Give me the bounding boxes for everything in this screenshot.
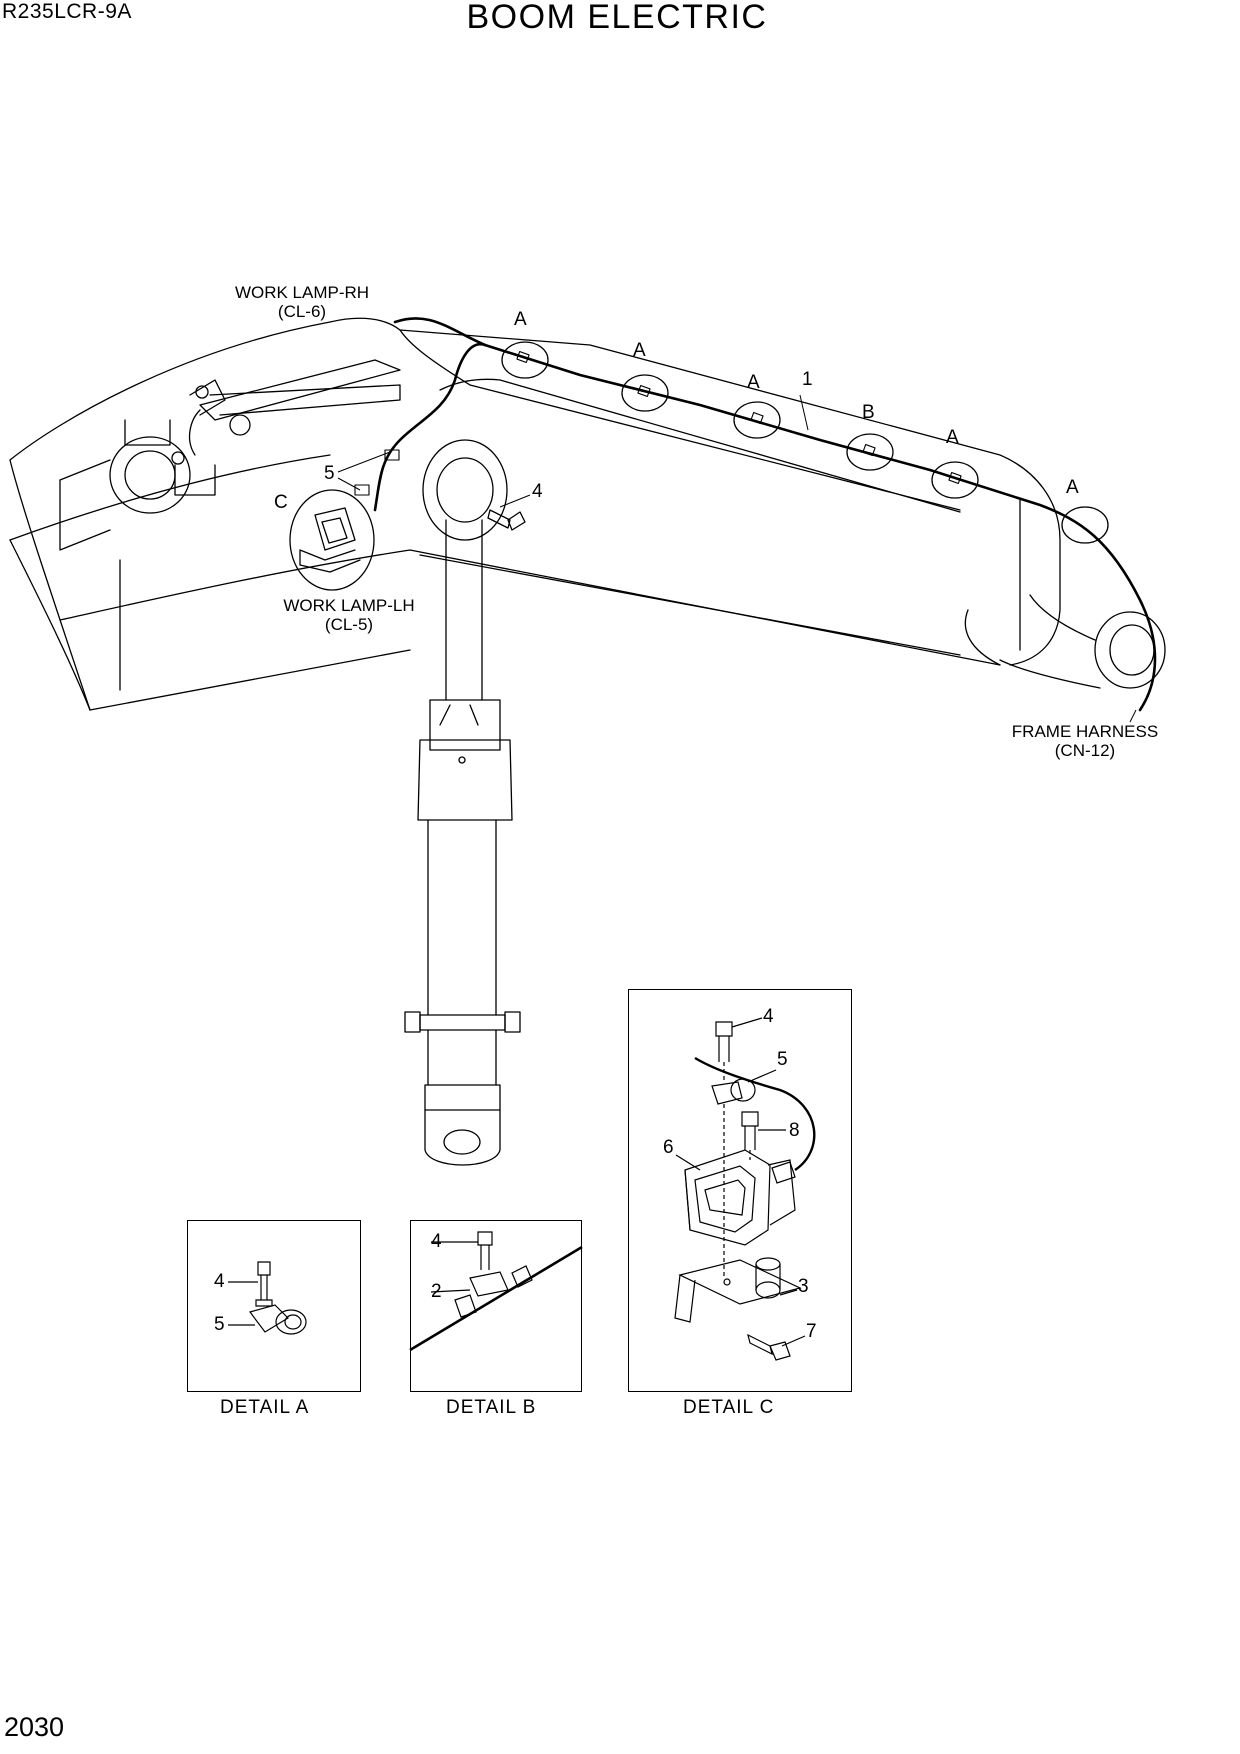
- detail-c-callout-bracket: 3: [798, 1276, 809, 1297]
- boom-harness-wire: [373, 317, 1157, 712]
- callout-harness: 1: [802, 369, 813, 390]
- detail-c-callout-clip: 5: [777, 1049, 788, 1070]
- boom-outline: [9, 317, 1061, 711]
- frame-harness-name: FRAME HARNESS: [1011, 722, 1159, 741]
- frame-harness-label: FRAME HARNESS (CN-12): [1000, 722, 1170, 760]
- detail-a-box: [187, 1220, 361, 1392]
- callout-clip: 5: [324, 463, 335, 484]
- detail-c-callout-lamp: 6: [663, 1137, 674, 1158]
- boom-head-linkage: [59, 359, 401, 551]
- callout-bolt: 4: [532, 481, 543, 502]
- frame-harness-code: (CN-12): [1054, 741, 1116, 760]
- detail-c-box: [628, 989, 852, 1392]
- detail-b-callout-bracket: 2: [431, 1281, 442, 1302]
- detail-c-caption: DETAIL C: [683, 1397, 775, 1418]
- callout-a-2: A: [633, 340, 646, 361]
- detail-markers: [289, 341, 1109, 591]
- callout-c: C: [274, 492, 288, 513]
- detail-c-callout-bolt-bracket: 7: [806, 1321, 817, 1342]
- work-lamp-lh-label: WORK LAMP-LH (CL-5): [270, 596, 428, 634]
- page-title: BOOM ELECTRIC: [466, 0, 768, 36]
- work-lamp-lh-name: WORK LAMP-LH: [283, 596, 415, 615]
- callout-b: B: [862, 402, 875, 423]
- work-lamp-rh-label: WORK LAMP-RH (CL-6): [222, 283, 382, 321]
- detail-b-caption: DETAIL B: [446, 1397, 537, 1418]
- work-lamp-rh-name: WORK LAMP-RH: [234, 283, 370, 302]
- detail-a-callout-bolt: 4: [214, 1271, 225, 1292]
- work-lamp-lh-code: (CL-5): [324, 615, 374, 634]
- detail-b-box: [410, 1220, 582, 1392]
- callout-a-4: A: [946, 427, 959, 448]
- callout-a-3: A: [747, 372, 760, 393]
- leader-lines: [337, 394, 1137, 723]
- detail-b-callout-bolt: 4: [431, 1231, 442, 1252]
- main-bolt: [487, 509, 526, 531]
- callout-a-5: A: [1066, 477, 1079, 498]
- detail-c-callout-bolt-lamp: 8: [789, 1120, 800, 1141]
- detail-a-caption: DETAIL A: [220, 1397, 310, 1418]
- detail-a-callout-clip: 5: [214, 1314, 225, 1335]
- work-lamp-rh-code: (CL-6): [277, 302, 327, 321]
- page-number: 2030: [4, 1712, 65, 1742]
- callout-a-1: A: [514, 309, 527, 330]
- boom-cylinder: [404, 439, 521, 1166]
- work-lamp-lh-graphic: [299, 507, 361, 573]
- model-number: R235LCR-9A: [2, 0, 132, 23]
- detail-c-callout-bolt-top: 4: [763, 1006, 774, 1027]
